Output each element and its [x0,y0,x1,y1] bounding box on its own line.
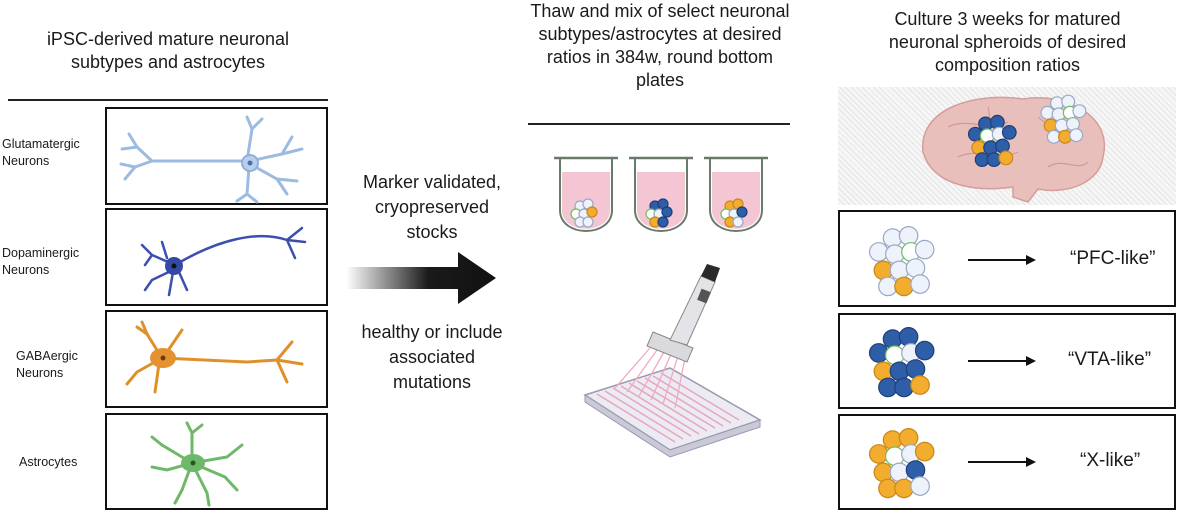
x-spheroid-icon [868,428,935,499]
pipette-and-plate-icon [583,264,762,458]
pfc-like-box: “PFC-like” [838,210,1176,307]
arrow-text-bottom: healthy or include associated mutations [361,322,503,392]
dopaminergic-label: Dopaminergic Neurons [2,246,80,277]
vta-arrow-icon [968,356,1036,366]
brain-icon [922,94,1106,203]
vta-like-box: “VTA-like” [838,313,1176,409]
astrocyte-icon [150,421,244,507]
left-column-title: iPSC-derived mature neuronal subtypes an… [46,29,290,72]
well-plate-tubes-icon [554,156,768,232]
x-like-box: “X-like” [838,414,1176,510]
process-arrow [346,252,496,304]
gabaergic-neuron-icon [125,320,304,394]
vta-like-label: “VTA-like” [1068,349,1152,370]
pfc-arrow-icon [968,255,1036,265]
astrocytes-label: Astrocytes [19,455,78,469]
glutamatergic-neuron-box [105,107,328,205]
dopaminergic-neuron-box [105,208,328,306]
center-title-rule [528,123,790,125]
glutamatergic-neuron-icon [119,115,304,204]
left-title-rule [8,99,328,101]
dopaminergic-neuron-icon [140,226,307,297]
center-column-title: Thaw and mix of select neuronal subtypes… [530,1,790,90]
right-column-title: Culture 3 weeks for matured neuronal sph… [888,9,1127,75]
glutamatergic-label: Glutamatergic Neurons [2,137,80,168]
astrocyte-box [105,413,328,510]
brain-panel [838,87,1176,205]
x-like-label: “X-like” [1080,450,1141,471]
pfc-spheroid-icon [868,226,935,297]
gabaergic-neuron-box [105,310,328,408]
pfc-like-label: “PFC-like” [1070,248,1156,269]
gabaergic-label: GABAergic Neurons [16,349,78,380]
vta-spheroid-icon [868,327,935,398]
x-arrow-icon [968,457,1036,467]
arrow-text-top: Marker validated, cryopreserved stocks [362,172,502,242]
